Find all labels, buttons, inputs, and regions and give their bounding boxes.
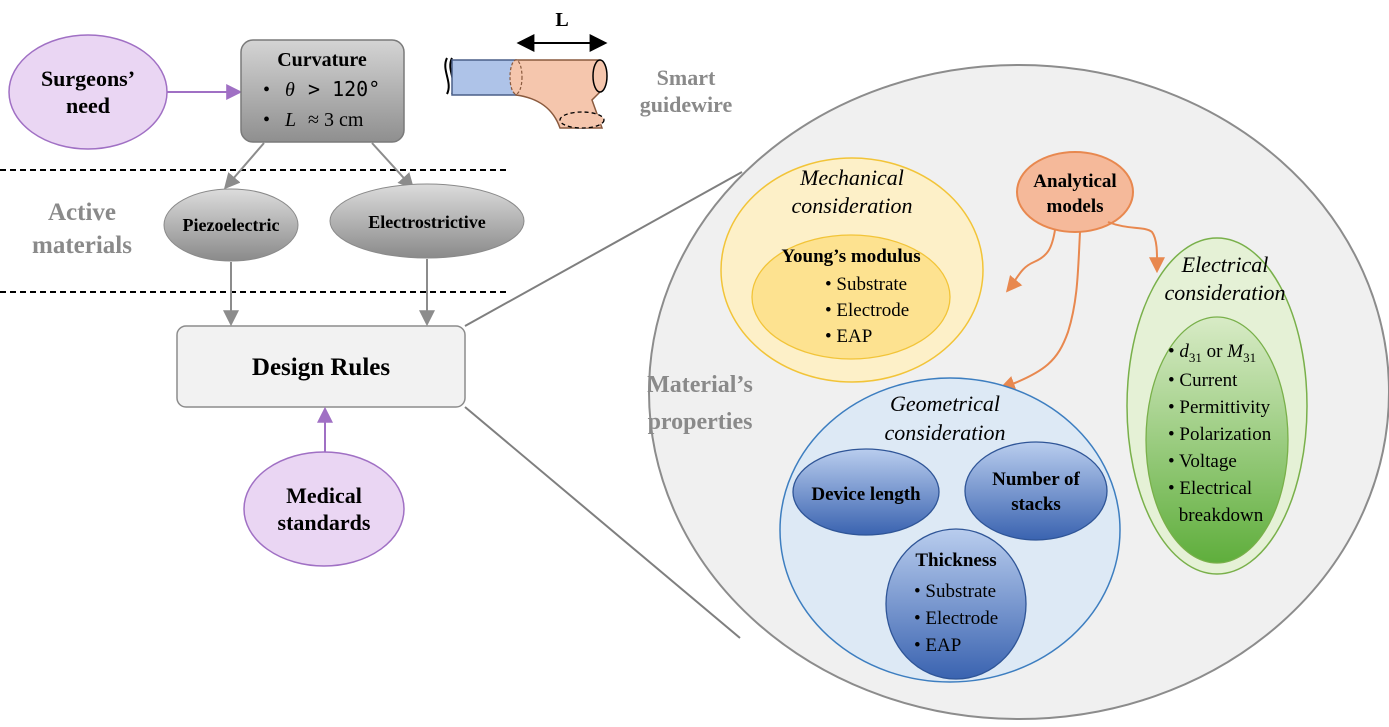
arrow-curvature-to-electro (371, 142, 415, 190)
surgeons-need-line1: Surgeons’ (41, 66, 135, 91)
mechanical-item-electrode: • Electrode (825, 300, 909, 321)
arrow-analytical-to-electrical (1107, 221, 1166, 274)
or-text: or (1202, 341, 1227, 362)
mechanical-item-eap: • EAP (825, 326, 872, 347)
piezoelectric-node (163, 188, 299, 262)
mechanical-line2: consideration (792, 193, 913, 218)
zoom-line-bottom (464, 406, 741, 639)
m-symbol: M (1226, 341, 1244, 362)
curvature-theta-bullet: • (263, 79, 270, 101)
smart-guidewire-line2: guidewire (640, 92, 733, 117)
d-symbol: d (1179, 341, 1189, 362)
number-of-stacks-node (964, 441, 1108, 541)
active-materials-line2: materials (32, 232, 132, 259)
piezoelectric-label: Piezoelectric (183, 215, 280, 235)
electrical-item-permittivity: • Permittivity (1168, 397, 1271, 418)
guidewire-illustration (444, 34, 608, 129)
arrow-analytical-to-geometrical (998, 231, 1081, 392)
thickness-label: Thickness (915, 550, 996, 571)
electrical-item-polarization: • Polarization (1168, 424, 1272, 445)
thickness-item-eap: • EAP (914, 635, 961, 656)
curvature-length-bullet: • (263, 109, 270, 131)
thickness-item-substrate: • Substrate (914, 581, 996, 602)
curvature-box (240, 39, 405, 143)
arrow-curvature-to-piezo (223, 142, 265, 190)
zoom-line-top (464, 171, 743, 327)
geometrical-line2: consideration (885, 420, 1006, 445)
thickness-node (885, 528, 1027, 680)
stacks-line2: stacks (1011, 494, 1061, 515)
surgeons-need-line2: need (66, 93, 110, 118)
device-length-node (792, 448, 940, 536)
electrical-properties-node (1145, 316, 1289, 564)
electrical-item-electrical: • Electrical (1168, 478, 1252, 499)
materials-properties-line1: Material’s (647, 372, 753, 398)
device-length-label: Device length (811, 484, 921, 505)
d-subscript: 31 (1189, 350, 1202, 365)
analytical-line1: Analytical (1033, 171, 1116, 192)
electrostrictive-label: Electrostrictive (368, 212, 486, 232)
medical-standards-node (243, 451, 405, 567)
thickness-item-electrode: • Electrode (914, 608, 998, 629)
mechanical-item-substrate: • Substrate (825, 274, 907, 295)
electrical-item-breakdown: breakdown (1179, 505, 1264, 526)
analytical-line2: models (1047, 196, 1104, 217)
curvature-theta-symbol: θ (285, 79, 295, 101)
arrow-analytical-to-mechanical (1005, 229, 1056, 293)
electrical-item-voltage: • Voltage (1168, 451, 1237, 472)
mechanical-line1: Mechanical (799, 165, 904, 190)
electrical-line1: Electrical (1181, 252, 1269, 277)
electrical-item-coefficients: • d31 or M31 (1168, 341, 1256, 365)
electrostrictive-node (329, 183, 525, 259)
materials-properties-line2: properties (648, 409, 753, 435)
active-materials-line1: Active (48, 199, 116, 226)
curvature-length-symbol: L (284, 109, 296, 131)
smart-guidewire-line1: Smart (657, 65, 716, 90)
medical-standards-line2: standards (278, 510, 371, 535)
stacks-line1: Number of (992, 469, 1080, 490)
electrical-item-current: • Current (1168, 370, 1238, 391)
curvature-title: Curvature (277, 49, 367, 71)
curvature-length-relation: ≈ 3 cm (308, 109, 364, 131)
design-rules-label: Design Rules (252, 354, 390, 381)
electrical-line2: consideration (1165, 280, 1286, 305)
youngs-modulus-label: Young’s modulus (781, 246, 920, 267)
surgeons-need-node (8, 34, 168, 150)
curvature-theta-relation: > 120° (308, 77, 380, 101)
geometrical-line1: Geometrical (890, 391, 1000, 416)
youngs-modulus-node (751, 234, 951, 360)
medical-standards-line1: Medical (286, 483, 362, 508)
guidewire-dimension-label: L (555, 9, 568, 31)
m-subscript: 31 (1243, 350, 1256, 365)
analytical-models-node (1016, 151, 1134, 233)
